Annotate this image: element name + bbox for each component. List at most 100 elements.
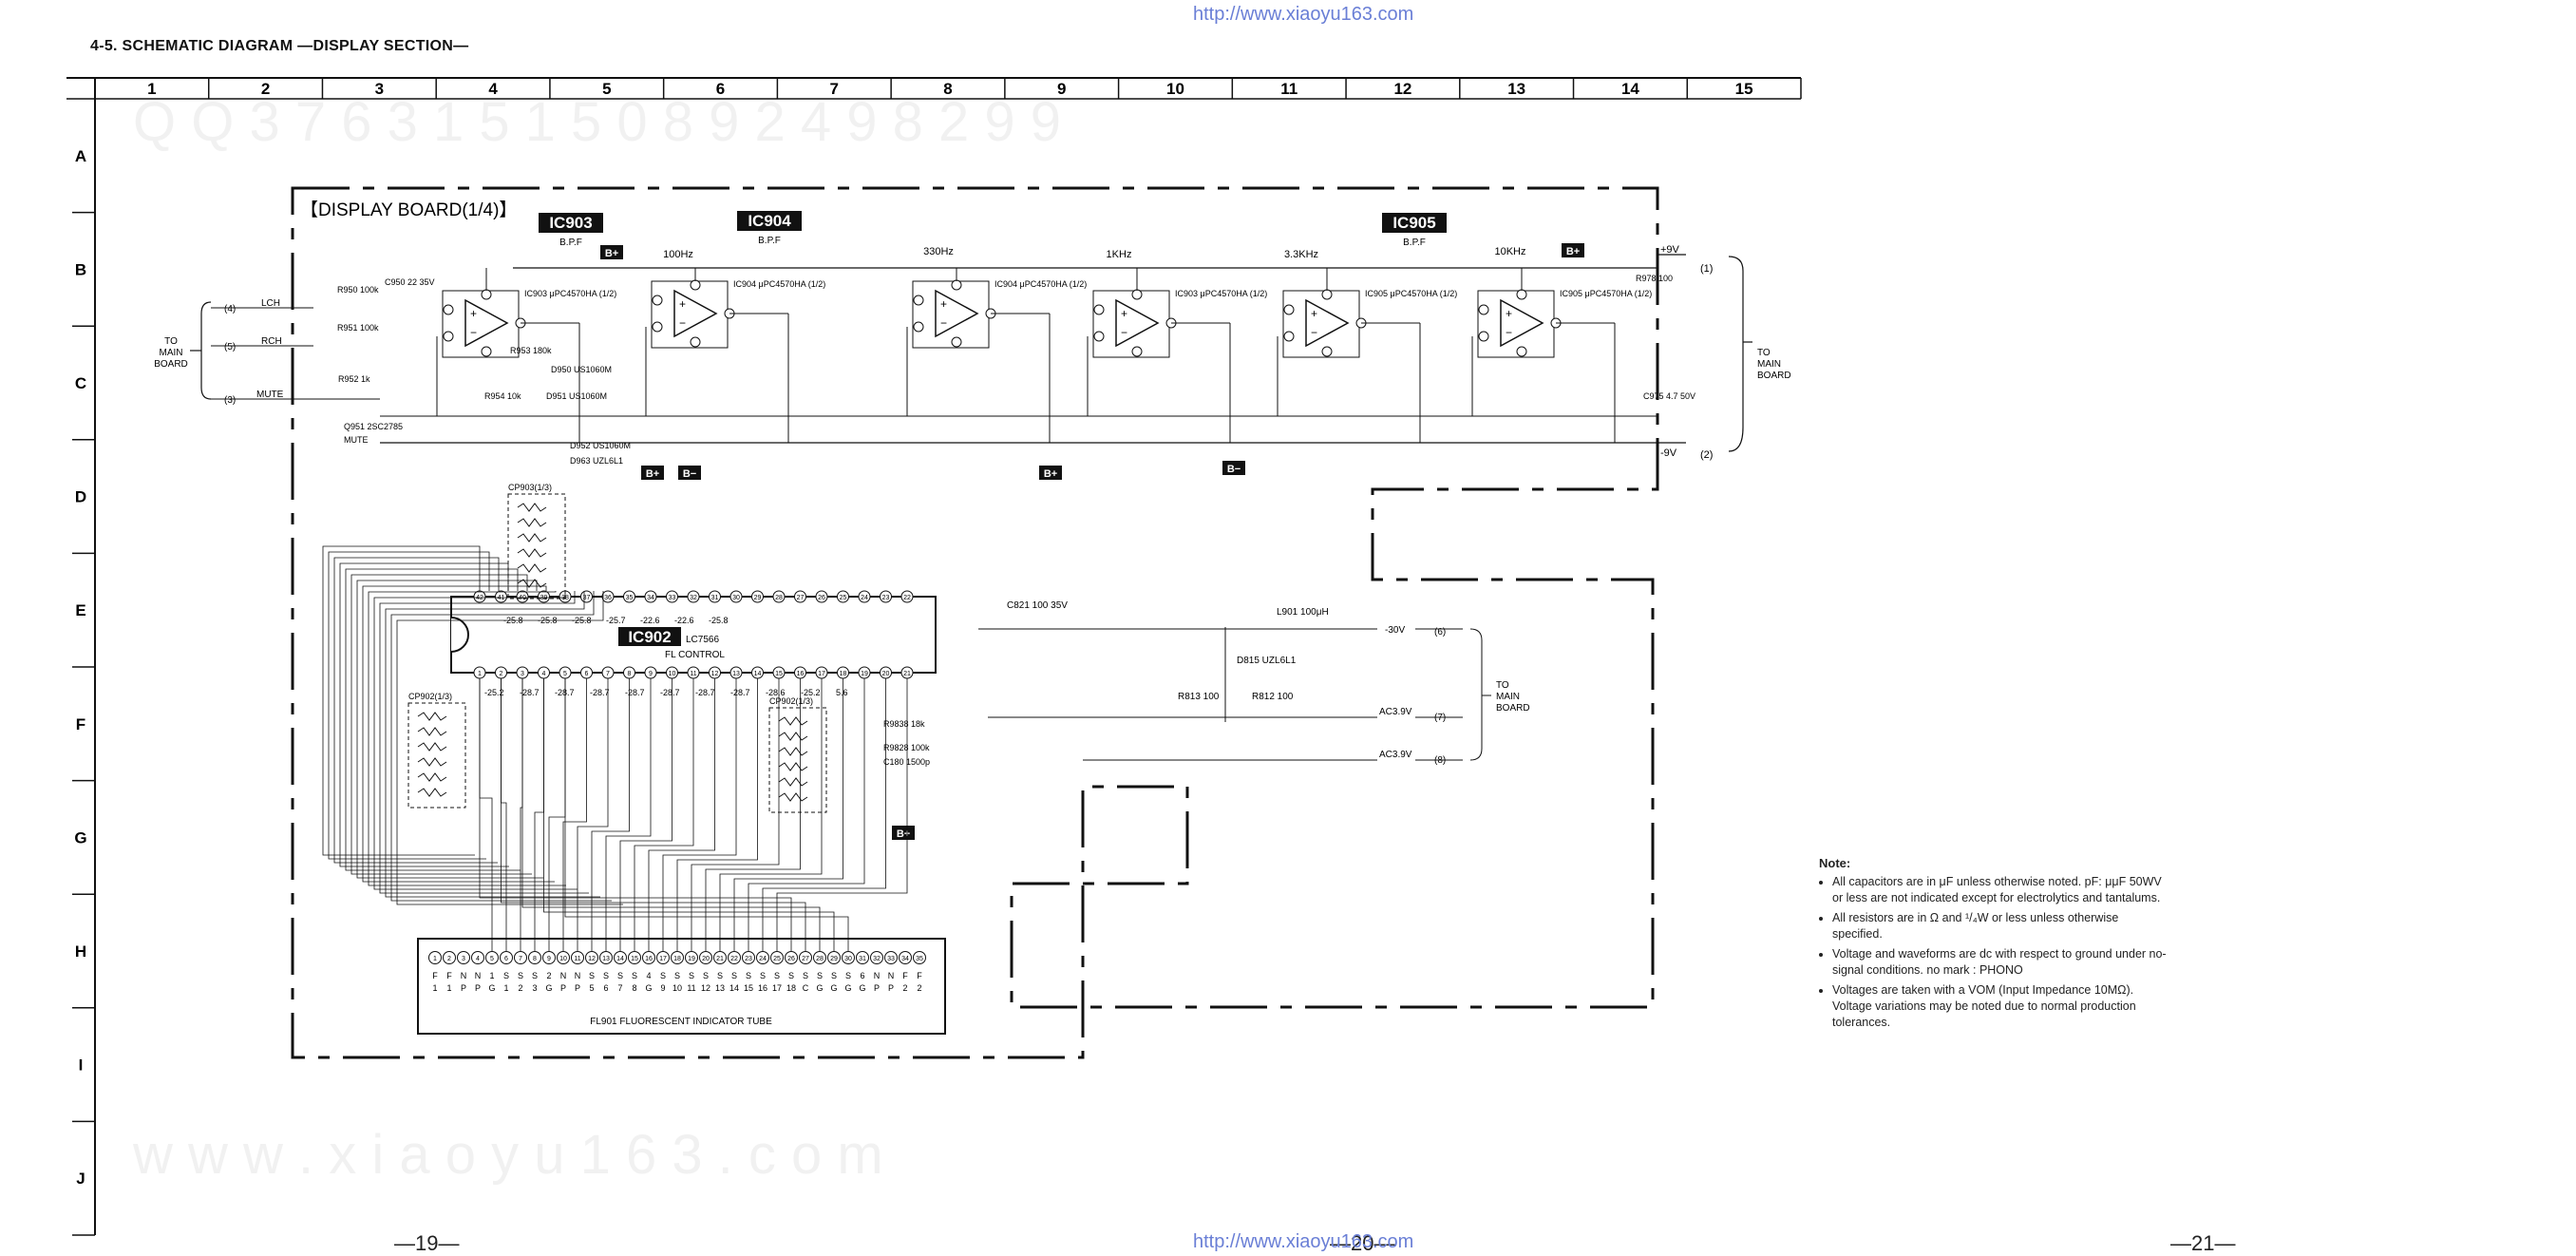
- svg-text:N: N: [575, 971, 581, 980]
- svg-text:21: 21: [716, 956, 724, 962]
- part-label: R950 100k: [337, 285, 379, 295]
- svg-text:S: S: [803, 971, 808, 980]
- svg-text:S: S: [703, 971, 709, 980]
- minus9v-label: -9V: [1660, 447, 1677, 459]
- svg-text:B+: B+: [1044, 468, 1057, 480]
- svg-text:16: 16: [645, 956, 653, 962]
- svg-text:−: −: [679, 316, 686, 330]
- svg-text:−: −: [1121, 326, 1127, 339]
- svg-text:S: S: [617, 971, 623, 980]
- part-label: MUTE: [344, 435, 369, 445]
- svg-text:35: 35: [916, 956, 923, 962]
- svg-text:10: 10: [669, 671, 676, 677]
- svg-text:B.P.F: B.P.F: [758, 236, 781, 246]
- svg-text:S: S: [788, 971, 794, 980]
- svg-text:B+: B+: [646, 468, 659, 480]
- svg-text:4: 4: [476, 956, 480, 962]
- grid-col-label: 10: [1166, 80, 1184, 98]
- grid-row-label: E: [75, 601, 85, 619]
- fl901-pin: [542, 951, 556, 964]
- fl901-pin: [571, 951, 584, 964]
- ic902-pin-top: [815, 590, 828, 603]
- ic902-voltage-bot: -25.2: [484, 688, 504, 697]
- svg-text:16: 16: [758, 983, 767, 993]
- ic902-voltage-bot: -28.7: [555, 688, 575, 697]
- ic902-voltage-top: -22.6: [640, 616, 660, 625]
- resistor-array: CP902(1/3): [768, 696, 827, 813]
- svg-text:S: S: [518, 971, 523, 980]
- fl901-pin: [428, 951, 442, 964]
- part-label: R953 180k: [510, 346, 552, 355]
- ic902-voltage-bot: -28.7: [730, 688, 750, 697]
- ic902-pin-top: [623, 590, 635, 603]
- page-number-20: —20—: [1330, 1231, 1395, 1255]
- fl901-pin: [557, 951, 570, 964]
- note-item: All capacitors are in μF unless otherwis…: [1832, 874, 2170, 906]
- svg-text:CP902(1/3): CP902(1/3): [769, 696, 813, 706]
- svg-text:−: −: [940, 316, 947, 330]
- svg-text:B+: B+: [1566, 246, 1580, 257]
- watermark-row1: Q Q 3 7 6 3 1 5 1 5 0 8 9 2 4 9 8 2 9 9: [133, 91, 1061, 153]
- resistor-array: CP903(1/3): [507, 483, 566, 599]
- svg-text:9: 9: [547, 956, 551, 962]
- svg-text:13: 13: [602, 956, 610, 962]
- svg-text:B.P.F: B.P.F: [1403, 238, 1426, 248]
- note-item: Voltages are taken with a VOM (Input Imp…: [1832, 982, 2170, 1031]
- ic904-tag: IC904 B.P.F: [737, 211, 802, 246]
- part-label: C950 22 35V: [385, 277, 435, 287]
- bus-wires: [322, 545, 908, 951]
- grid-column-ticks: [207, 78, 1802, 99]
- svg-text:S: S: [746, 971, 751, 980]
- svg-text:26: 26: [787, 956, 795, 962]
- svg-text:B+: B+: [605, 248, 618, 259]
- svg-text:31: 31: [859, 956, 866, 962]
- svg-text:N: N: [888, 971, 895, 980]
- svg-text:G: G: [830, 983, 837, 993]
- ic902-voltage-bot: -28.7: [695, 688, 715, 697]
- grid-col-label: 13: [1507, 80, 1525, 98]
- bminus-tag-2: B−: [1222, 461, 1245, 475]
- part-label: D963 UZL6L1: [570, 456, 623, 466]
- grid-col-label: 11: [1280, 80, 1297, 98]
- fl901-tube: 1F12F13NP4NP51G6S17S28S392G10NP11NP12S51…: [417, 938, 946, 1035]
- note-item: Voltage and waveforms are dc with respec…: [1832, 946, 2170, 979]
- svg-text:8: 8: [533, 956, 537, 962]
- svg-text:S: S: [831, 971, 837, 980]
- svg-text:7: 7: [617, 983, 622, 993]
- grid-col-label: 9: [1057, 80, 1066, 98]
- svg-text:6: 6: [504, 956, 508, 962]
- fl901-pin: [870, 951, 883, 964]
- resistor-array: CP902(1/3): [407, 692, 466, 809]
- svg-text:4: 4: [646, 971, 651, 980]
- svg-text:P: P: [560, 983, 566, 993]
- grid-col-label: 6: [716, 80, 725, 98]
- ic902-label: IC902: [628, 628, 671, 646]
- part-label: R978 100: [1636, 274, 1673, 283]
- mute-label: MUTE: [256, 390, 284, 400]
- opamp-4: +−IC903 μPC4570HA (1/2): [1087, 268, 1267, 443]
- ic902-voltage-top: -22.6: [674, 616, 694, 625]
- svg-text:27: 27: [797, 595, 805, 601]
- part-label: R9838 18k: [883, 719, 925, 729]
- ic902-pin-top: [794, 590, 806, 603]
- svg-text:S: S: [674, 971, 680, 980]
- svg-text:2: 2: [546, 971, 551, 980]
- svg-text:F: F: [446, 971, 452, 980]
- svg-text:IC903 μPC4570HA (1/2): IC903 μPC4570HA (1/2): [1175, 289, 1267, 298]
- fl901-pin: [799, 951, 812, 964]
- fl901-pin: [770, 951, 784, 964]
- svg-text:33: 33: [669, 595, 676, 601]
- grid-col-label: 5: [602, 80, 611, 98]
- grid-col-label: 3: [375, 80, 384, 98]
- svg-text:12: 12: [588, 956, 596, 962]
- part-label: R9828 100k: [883, 743, 930, 752]
- band-label-3-3khz: 3.3KHz: [1284, 249, 1318, 260]
- part-label: Q951 2SC2785: [344, 422, 403, 431]
- board-label: 【DISPLAY BOARD(1/4)】: [300, 200, 517, 220]
- ic902-pin-top: [709, 590, 721, 603]
- svg-text:35: 35: [626, 595, 634, 601]
- bplus-tag-2: B+: [1562, 243, 1584, 257]
